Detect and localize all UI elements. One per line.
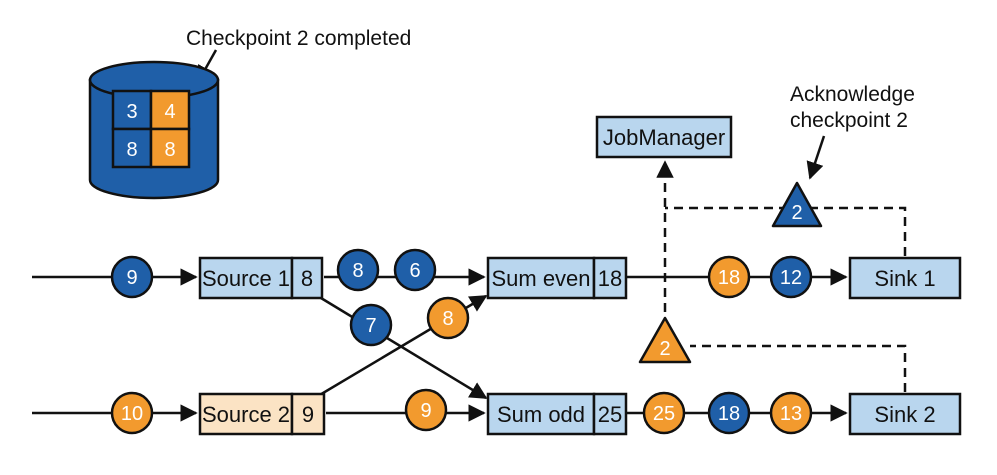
record-value: 12 bbox=[780, 267, 802, 289]
record-value: 9 bbox=[420, 400, 431, 422]
source1-node: Source 1 8 bbox=[198, 256, 324, 300]
sum-odd-state: 25 bbox=[598, 402, 622, 427]
record-value: 8 bbox=[442, 308, 453, 330]
jobmanager-node: JobManager bbox=[595, 115, 733, 159]
sum-odd-label: Sum odd bbox=[497, 402, 585, 427]
acknowledge-label-line2: checkpoint 2 bbox=[790, 109, 908, 132]
record-even-sink-b: 12 bbox=[769, 255, 813, 299]
source1-state: 8 bbox=[301, 266, 313, 291]
sum-odd-node: Sum odd 25 bbox=[486, 392, 628, 436]
record-value: 25 bbox=[653, 403, 675, 425]
record-s2-odd: 9 bbox=[404, 388, 448, 432]
state-cell-value: 4 bbox=[164, 101, 175, 123]
sink2-ack-line bbox=[690, 344, 907, 392]
record-s2-even: 8 bbox=[426, 296, 470, 340]
record-value: 18 bbox=[718, 403, 740, 425]
sink1-node: Sink 1 bbox=[848, 256, 962, 300]
source1-label: Source 1 bbox=[202, 266, 290, 291]
record-value: 13 bbox=[780, 403, 802, 425]
source2-state: 9 bbox=[302, 402, 314, 427]
state-cell-value: 8 bbox=[164, 139, 175, 161]
sink2-label: Sink 2 bbox=[874, 402, 935, 427]
sink1-ack-barrier: 2 bbox=[771, 181, 823, 228]
sink2-ack-barrier: 2 bbox=[638, 316, 692, 364]
acknowledge-label-line1: Acknowledge bbox=[790, 83, 915, 106]
record-in-source2: 10 bbox=[110, 391, 154, 435]
sum-even-label: Sum even bbox=[491, 266, 590, 291]
record-s1-even-a: 8 bbox=[336, 248, 380, 292]
record-even-sink-a: 18 bbox=[707, 255, 751, 299]
record-value: 7 bbox=[365, 315, 376, 337]
source2-node: Source 2 9 bbox=[198, 392, 326, 436]
record-value: 8 bbox=[352, 260, 363, 282]
checkpoint-completed-label: Checkpoint 2 completed bbox=[186, 27, 411, 50]
source2-label: Source 2 bbox=[202, 402, 290, 427]
record-odd-sink-b: 18 bbox=[707, 391, 751, 435]
acknowledge-pointer bbox=[806, 135, 826, 180]
watermark: @稀土掘金技术社区 bbox=[855, 452, 990, 470]
record-value: 10 bbox=[121, 403, 143, 425]
sum-even-node: Sum even 18 bbox=[486, 256, 628, 300]
state-cell-value: 3 bbox=[126, 101, 137, 123]
sum-even-state: 18 bbox=[598, 266, 622, 291]
state-cell bbox=[149, 127, 191, 169]
jobmanager-label: JobManager bbox=[603, 125, 725, 150]
record-s1-odd: 7 bbox=[349, 303, 393, 347]
sink2-node: Sink 2 bbox=[848, 392, 962, 436]
state-backend-icon: 3 4 8 8 bbox=[88, 60, 220, 200]
record-value: 6 bbox=[409, 260, 420, 282]
sink1-ack-line bbox=[665, 206, 907, 256]
state-cell bbox=[111, 89, 153, 131]
barrier-value: 2 bbox=[791, 202, 802, 224]
state-cell-value: 8 bbox=[126, 139, 137, 161]
record-s1-even-b: 6 bbox=[393, 248, 437, 292]
barrier-value: 2 bbox=[659, 338, 670, 360]
record-value: 18 bbox=[718, 267, 740, 289]
sink1-label: Sink 1 bbox=[874, 266, 935, 291]
record-in-source1: 9 bbox=[110, 255, 154, 299]
record-odd-sink-c: 13 bbox=[769, 391, 813, 435]
record-odd-sink-a: 25 bbox=[642, 391, 686, 435]
record-value: 9 bbox=[126, 267, 137, 289]
